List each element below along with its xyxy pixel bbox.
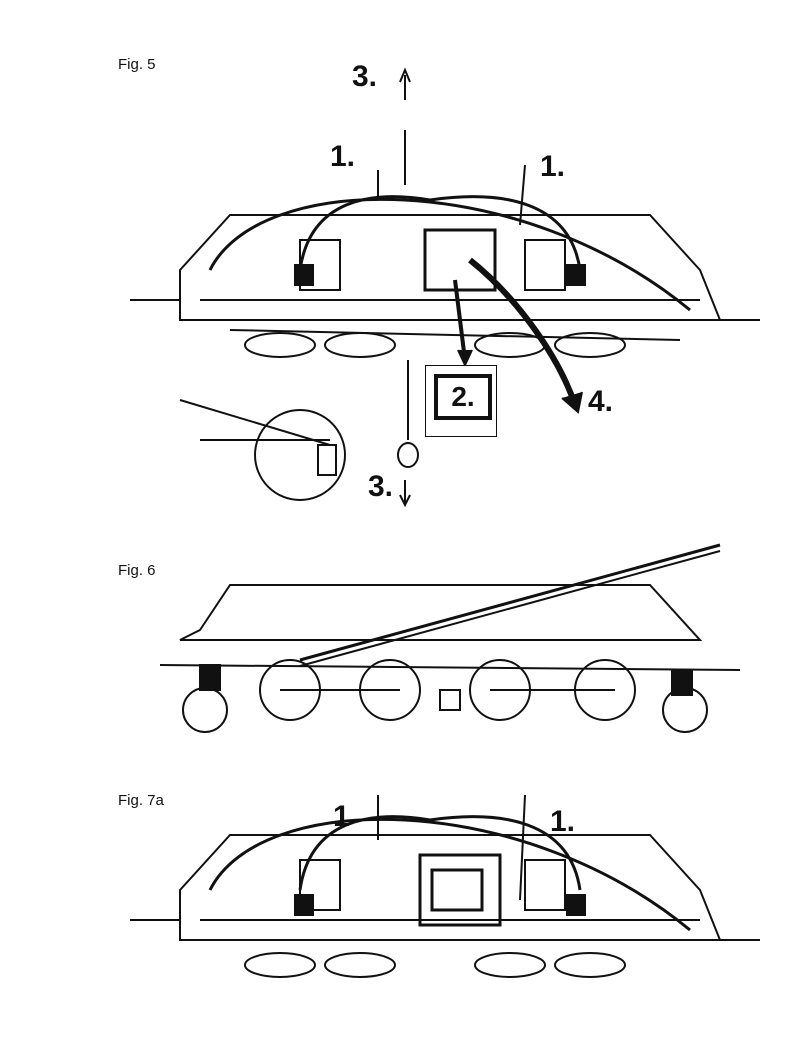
fig5-step3-top-label: 3. xyxy=(352,60,378,93)
fig5-chassis-drawing xyxy=(130,67,760,508)
fig5-step1-left-label: 1. xyxy=(330,140,356,173)
fig6-caption: Fig. 6 xyxy=(118,562,156,579)
fig5-caption: Fig. 5 xyxy=(118,56,156,73)
fig5-step2-box: 2. xyxy=(425,365,497,437)
fig6-chassis-drawing xyxy=(159,543,741,733)
fig7a-chassis-drawing xyxy=(130,794,760,978)
fig5-step1-right-label: 1. xyxy=(540,150,566,183)
fig7a-step1-left-label: 1 xyxy=(333,800,350,833)
fig7a-caption: Fig. 7a xyxy=(118,792,164,809)
fig5-step2-label: 2. xyxy=(434,374,492,420)
fig5-step3-bottom-label: 3. xyxy=(368,470,394,503)
fig5-step4-label: 4. xyxy=(588,385,614,418)
fig7a-step1-right-label: 1. xyxy=(550,805,576,838)
